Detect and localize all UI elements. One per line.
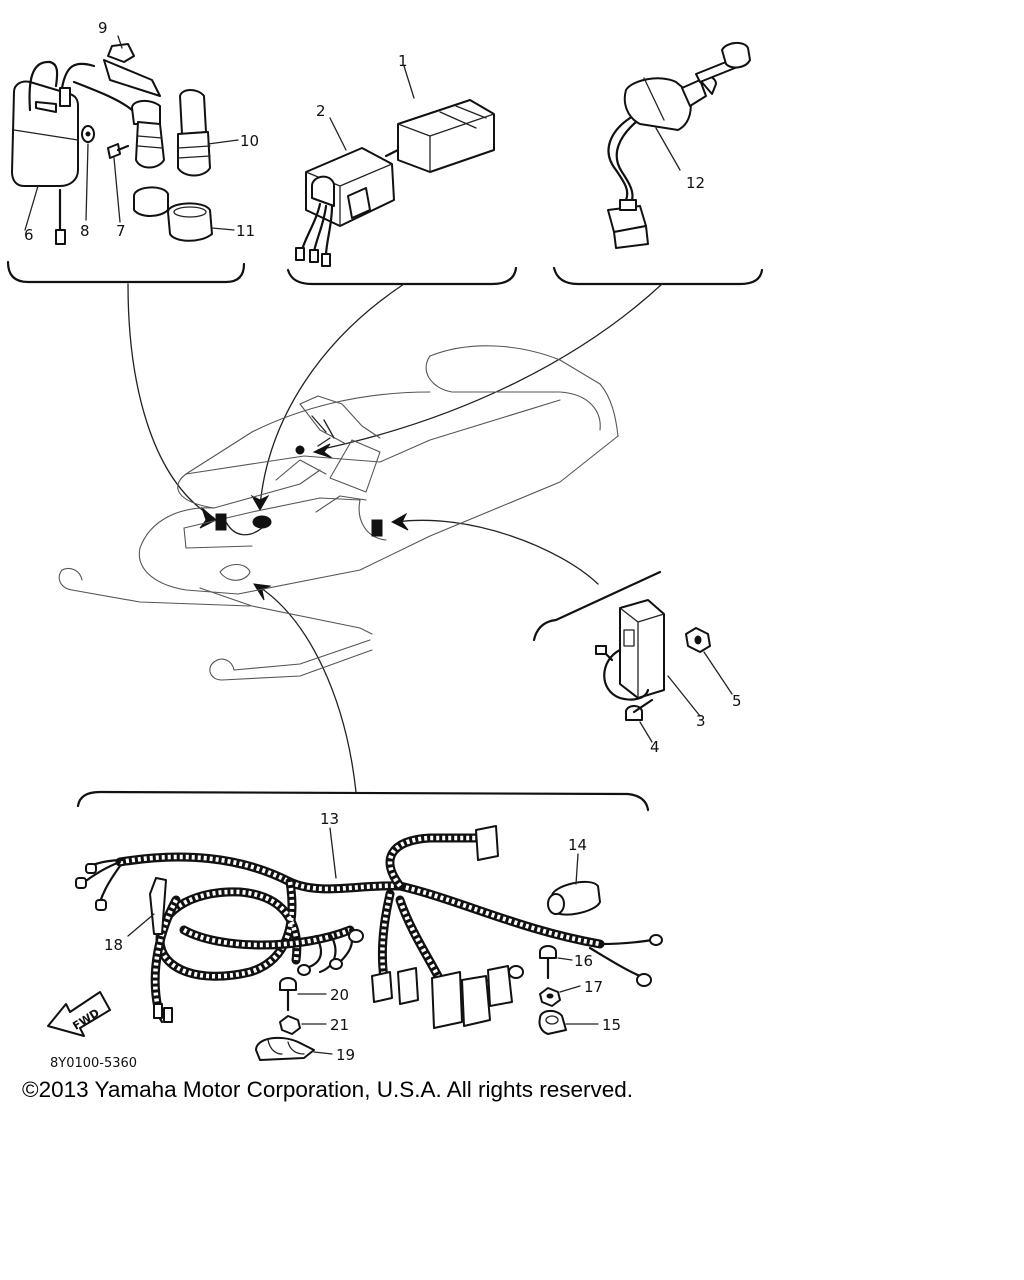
leader-9 bbox=[117, 35, 123, 49]
washer-8-illustration bbox=[81, 125, 95, 143]
callout-1: 1 bbox=[398, 52, 408, 70]
cdi-unit-illustration bbox=[384, 99, 495, 173]
leader-ignition-to-sled bbox=[127, 283, 215, 519]
arrowhead-ignition bbox=[199, 506, 217, 529]
fwd-arrow-icon: FWD bbox=[47, 991, 111, 1037]
callout-16: 16 bbox=[574, 952, 593, 970]
callout-9: 9 bbox=[98, 19, 108, 37]
clamp-15-illustration bbox=[538, 1010, 567, 1035]
copyright-notice: ©2013 Yamaha Motor Corporation, U.S.A. A… bbox=[22, 1077, 633, 1102]
leader-10 bbox=[207, 139, 239, 145]
leader-6 bbox=[24, 185, 39, 231]
leader-17 bbox=[559, 985, 581, 993]
callout-3: 3 bbox=[696, 712, 706, 730]
callout-20: 20 bbox=[330, 986, 349, 1004]
nut-17-illustration bbox=[539, 987, 561, 1007]
callout-5: 5 bbox=[732, 692, 742, 710]
clamp-9-illustration bbox=[107, 43, 135, 63]
screw-7-illustration bbox=[107, 143, 130, 159]
wire-harness-illustration bbox=[75, 825, 663, 1029]
nut-5-illustration bbox=[685, 627, 711, 653]
callout-4: 4 bbox=[650, 738, 660, 756]
leader-12 bbox=[655, 127, 681, 171]
leader-switch-to-sled bbox=[317, 283, 663, 451]
sled-coil-location bbox=[215, 513, 227, 531]
bolt-16-illustration bbox=[539, 945, 557, 980]
callout-2: 2 bbox=[316, 102, 326, 120]
arrowhead-switch bbox=[312, 443, 333, 459]
sled-regulator-location bbox=[371, 519, 383, 537]
callout-12: 12 bbox=[686, 174, 705, 192]
snowmobile-outline bbox=[58, 345, 619, 681]
callout-14: 14 bbox=[568, 836, 587, 854]
callout-13: 13 bbox=[320, 810, 339, 828]
callout-21: 21 bbox=[330, 1016, 349, 1034]
grommet-14-illustration bbox=[547, 880, 601, 916]
bracket-regulator-group bbox=[532, 570, 662, 642]
bolt-4-illustration bbox=[625, 698, 654, 721]
bracket-wire-harness-group bbox=[76, 790, 650, 812]
sled-wiring bbox=[225, 521, 263, 536]
callout-19: 19 bbox=[336, 1046, 355, 1064]
callout-18: 18 bbox=[104, 936, 123, 954]
callout-11: 11 bbox=[236, 222, 255, 240]
sled-handlebar bbox=[311, 415, 335, 447]
arrowhead-regulator bbox=[390, 512, 409, 531]
leader-11 bbox=[211, 227, 235, 231]
arrowhead-harness bbox=[253, 583, 272, 601]
bracket-cdi-group bbox=[286, 266, 518, 286]
leader-19 bbox=[313, 1051, 333, 1055]
clamp-19-illustration bbox=[255, 1036, 315, 1061]
plug-cap-illustration bbox=[103, 59, 211, 177]
leader-regulator-to-sled bbox=[395, 519, 599, 585]
leader-cdi-to-sled bbox=[259, 283, 405, 507]
sled-cdi-location bbox=[252, 515, 272, 529]
callout-10: 10 bbox=[240, 132, 259, 150]
leader-4 bbox=[639, 721, 653, 743]
leader-13 bbox=[329, 827, 337, 879]
leader-3 bbox=[667, 675, 701, 717]
leader-7 bbox=[113, 157, 121, 223]
leader-16 bbox=[557, 957, 573, 961]
leader-2 bbox=[329, 117, 347, 151]
regulator-illustration bbox=[595, 599, 665, 701]
bolt-20-illustration bbox=[279, 977, 297, 1012]
cdi-holder-illustration bbox=[295, 147, 395, 267]
leader-18 bbox=[127, 913, 155, 937]
callout-17: 17 bbox=[584, 978, 603, 996]
callout-6: 6 bbox=[24, 226, 34, 244]
leader-1 bbox=[403, 65, 415, 99]
leader-8 bbox=[85, 143, 89, 221]
arrowhead-cdi bbox=[250, 494, 270, 512]
bracket-ignition-coil-group bbox=[6, 260, 246, 284]
callout-8: 8 bbox=[80, 222, 90, 240]
leader-5 bbox=[703, 651, 733, 695]
callout-7: 7 bbox=[116, 222, 126, 240]
main-switch-illustration bbox=[607, 42, 751, 249]
cap-boot-illustration bbox=[133, 186, 213, 242]
ignition-coil-illustration bbox=[11, 60, 134, 245]
bracket-main-switch-group bbox=[552, 266, 764, 286]
leader-14 bbox=[575, 853, 579, 885]
callout-15: 15 bbox=[602, 1016, 621, 1034]
drawing-code: 8Y0100-5360 bbox=[50, 1056, 137, 1071]
nut-21-illustration bbox=[279, 1015, 301, 1035]
sled-switch-location bbox=[295, 445, 305, 455]
clamp-18-illustration bbox=[149, 877, 167, 935]
